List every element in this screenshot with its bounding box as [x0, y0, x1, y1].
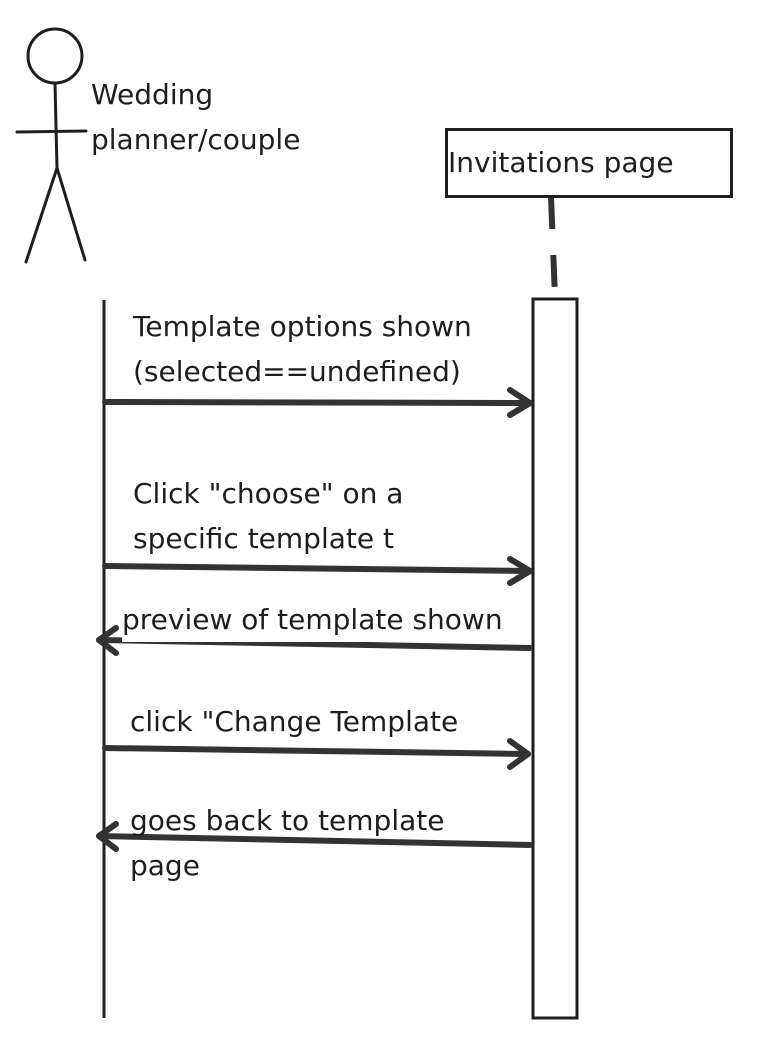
message-label-1: Click "choose" on a specific template t — [133, 471, 403, 561]
message-arrow-4 — [96, 821, 533, 852]
message-label-line: Template options shown — [133, 310, 472, 343]
object-box: Invitations page — [445, 128, 733, 198]
actor-label-line: Wedding — [91, 78, 214, 111]
message-arrow-1 — [102, 556, 533, 586]
arrowhead-left — [96, 625, 119, 656]
message-label-line: goes back to template — [130, 804, 445, 837]
message-label-3: click "Change Template — [130, 699, 458, 744]
arrowhead-right — [507, 556, 533, 586]
message-label-4: goes back to template page — [130, 798, 444, 888]
message-arrow-0 — [102, 387, 533, 418]
message-label-line: (selected==undefined) — [133, 355, 461, 388]
message-label-line: page — [130, 849, 200, 882]
object-lifeline-dashed — [548, 196, 558, 298]
stick-figure-icon — [15, 27, 88, 264]
message-label-2: preview of template shown — [122, 597, 503, 642]
actor-right-leg — [55, 166, 87, 262]
message-label-0: Template options shown (selected==undefi… — [133, 304, 472, 394]
actor-label: Wedding planner/couple — [91, 72, 300, 162]
actor-label-line: planner/couple — [91, 123, 301, 156]
arrowhead-left — [96, 821, 119, 852]
arrowhead-right — [507, 738, 531, 770]
object-label: Invitations page — [448, 146, 674, 179]
actor-body — [53, 81, 59, 170]
message-label-line: specific template t — [133, 522, 394, 555]
actor-arms — [15, 129, 88, 134]
actor-head — [26, 27, 84, 85]
activation-bar — [531, 297, 579, 1020]
message-label-line: click "Change Template — [130, 705, 459, 738]
message-label-line: preview of template shown — [122, 603, 503, 636]
message-label-line: Click "choose" on a — [133, 477, 404, 510]
message-arrow-3 — [102, 738, 531, 770]
actor-left-leg — [24, 166, 59, 264]
arrowhead-right — [507, 387, 533, 418]
